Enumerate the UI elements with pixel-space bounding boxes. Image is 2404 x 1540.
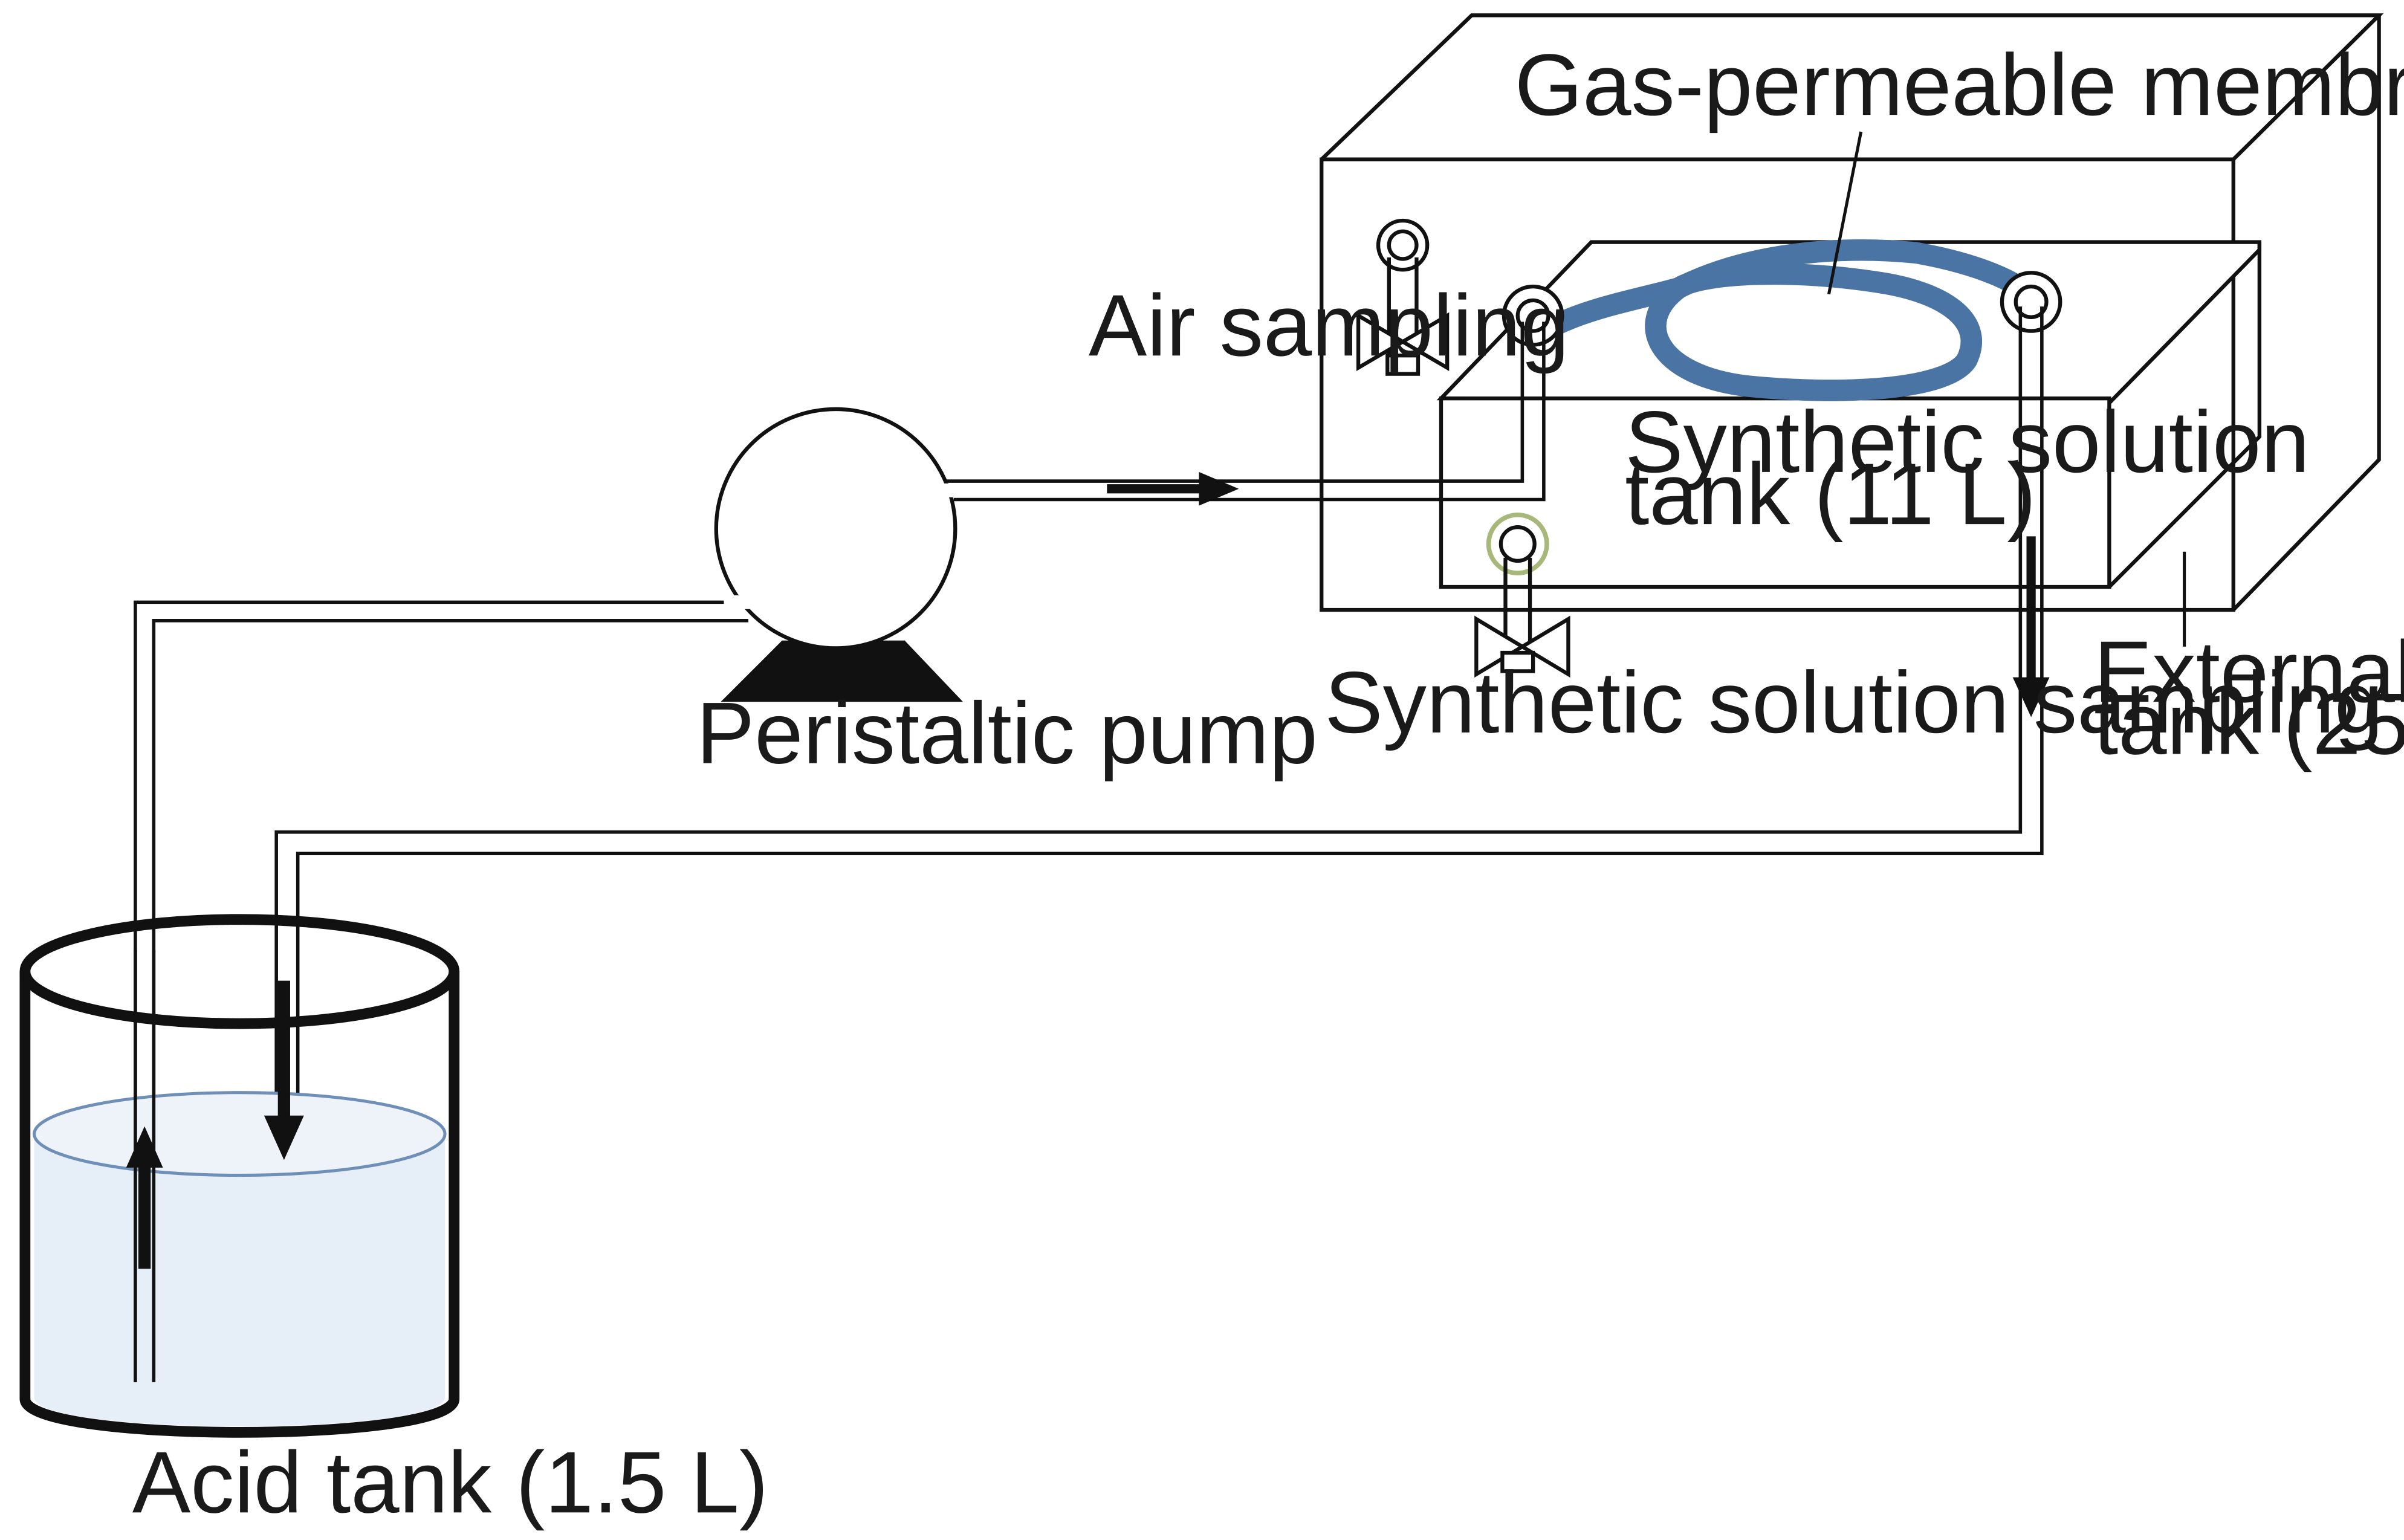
acid-tank-label: Acid tank (1.5 L) [132,1433,768,1531]
acid-tank-rim [19,914,460,1029]
acid-liquid [34,1134,445,1426]
inlet-port [1502,284,1564,347]
synthetic-tank-label-line1: Synthetic solution [1625,393,2310,491]
acid-liquid-surface [33,1091,447,1177]
acid-tank [19,914,460,1438]
flow-arrow-right [1107,471,1239,506]
membrane-leader-line [1827,131,1863,295]
outlet-port [2000,271,2062,333]
external-tank-label-line2: tank (25 L) [2094,675,2404,772]
flow-arrow-down-right [2012,536,2050,717]
pump-base [721,640,963,702]
air-sampling-valve [1356,218,1450,376]
pump-head [714,407,957,650]
acid-tank-walls [19,971,460,1438]
synthetic-sampling-valve [1474,513,1570,678]
external-tank [1320,13,2384,612]
flow-arrow-down-acid [264,980,304,1160]
external-tank-label-line1: External [2094,623,2404,720]
synthetic-sampling-label: Synthetic solution sampling [1324,653,2383,751]
tube-pump-to-tank [938,322,1546,502]
tube-tank-to-acid [274,306,2044,1134]
gas-permeable-membrane [1545,239,2042,401]
peristaltic-pump [714,407,963,702]
synthetic-tank-label-line2: tank (11 L) [1625,445,2036,543]
pump-label: Peristaltic pump [696,684,1318,782]
membrane-loop [1545,239,2042,401]
air-sampling-label: Air sampling [1089,276,1569,374]
membrane-label: Gas-permeable membrane (104 cm) [1515,36,2404,134]
flow-arrow-up-acid [126,1126,163,1269]
